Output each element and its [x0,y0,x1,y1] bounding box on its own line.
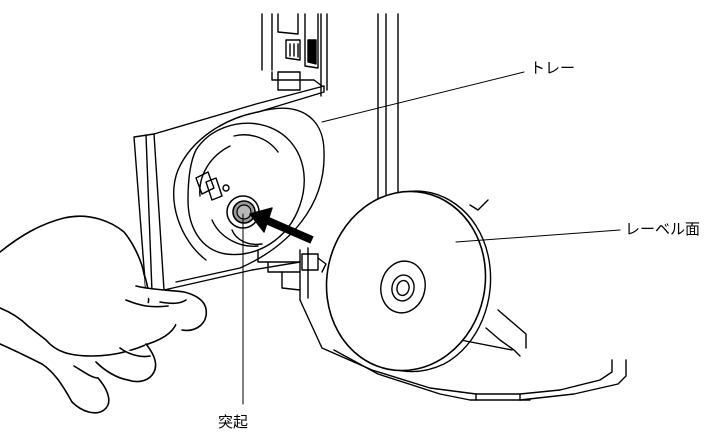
protrusion-label: 突起 [218,413,249,431]
label-side-leader-line [455,229,621,243]
hand [0,215,208,414]
leader-lines [242,71,621,405]
insertion-arrow [249,207,314,244]
pc-tower [257,13,399,301]
tower-stand [299,199,627,401]
label-side-label: レーベル面 [625,220,701,238]
tray-leader-line [321,71,525,123]
tray-label: トレー [530,59,576,77]
disc [325,190,492,373]
